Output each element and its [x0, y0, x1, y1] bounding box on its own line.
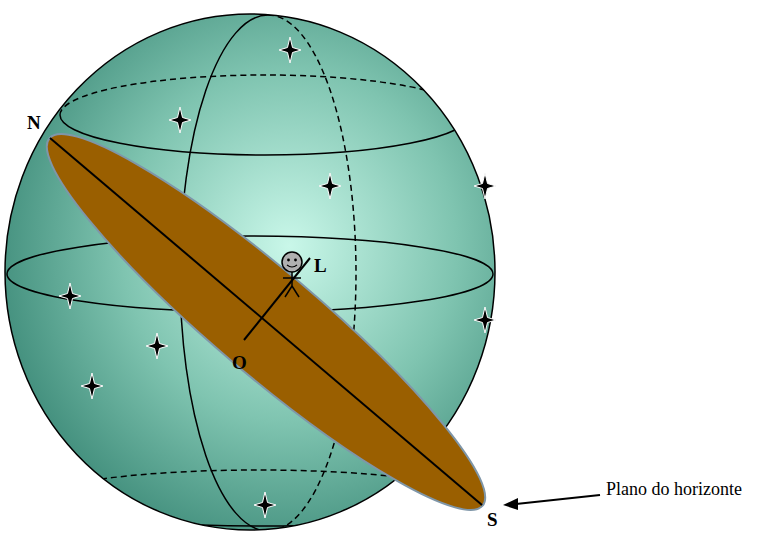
south-label: S [487, 509, 498, 531]
plane-caption: Plano do horizonte [606, 478, 764, 501]
pointer-arrow [503, 495, 600, 510]
north-south-line [50, 138, 482, 505]
observer [282, 252, 302, 297]
east-west-line [244, 258, 310, 340]
horizon-plane [16, 99, 516, 537]
west-label: O [232, 352, 247, 374]
east-label: L [314, 255, 327, 277]
north-label: N [27, 112, 41, 134]
